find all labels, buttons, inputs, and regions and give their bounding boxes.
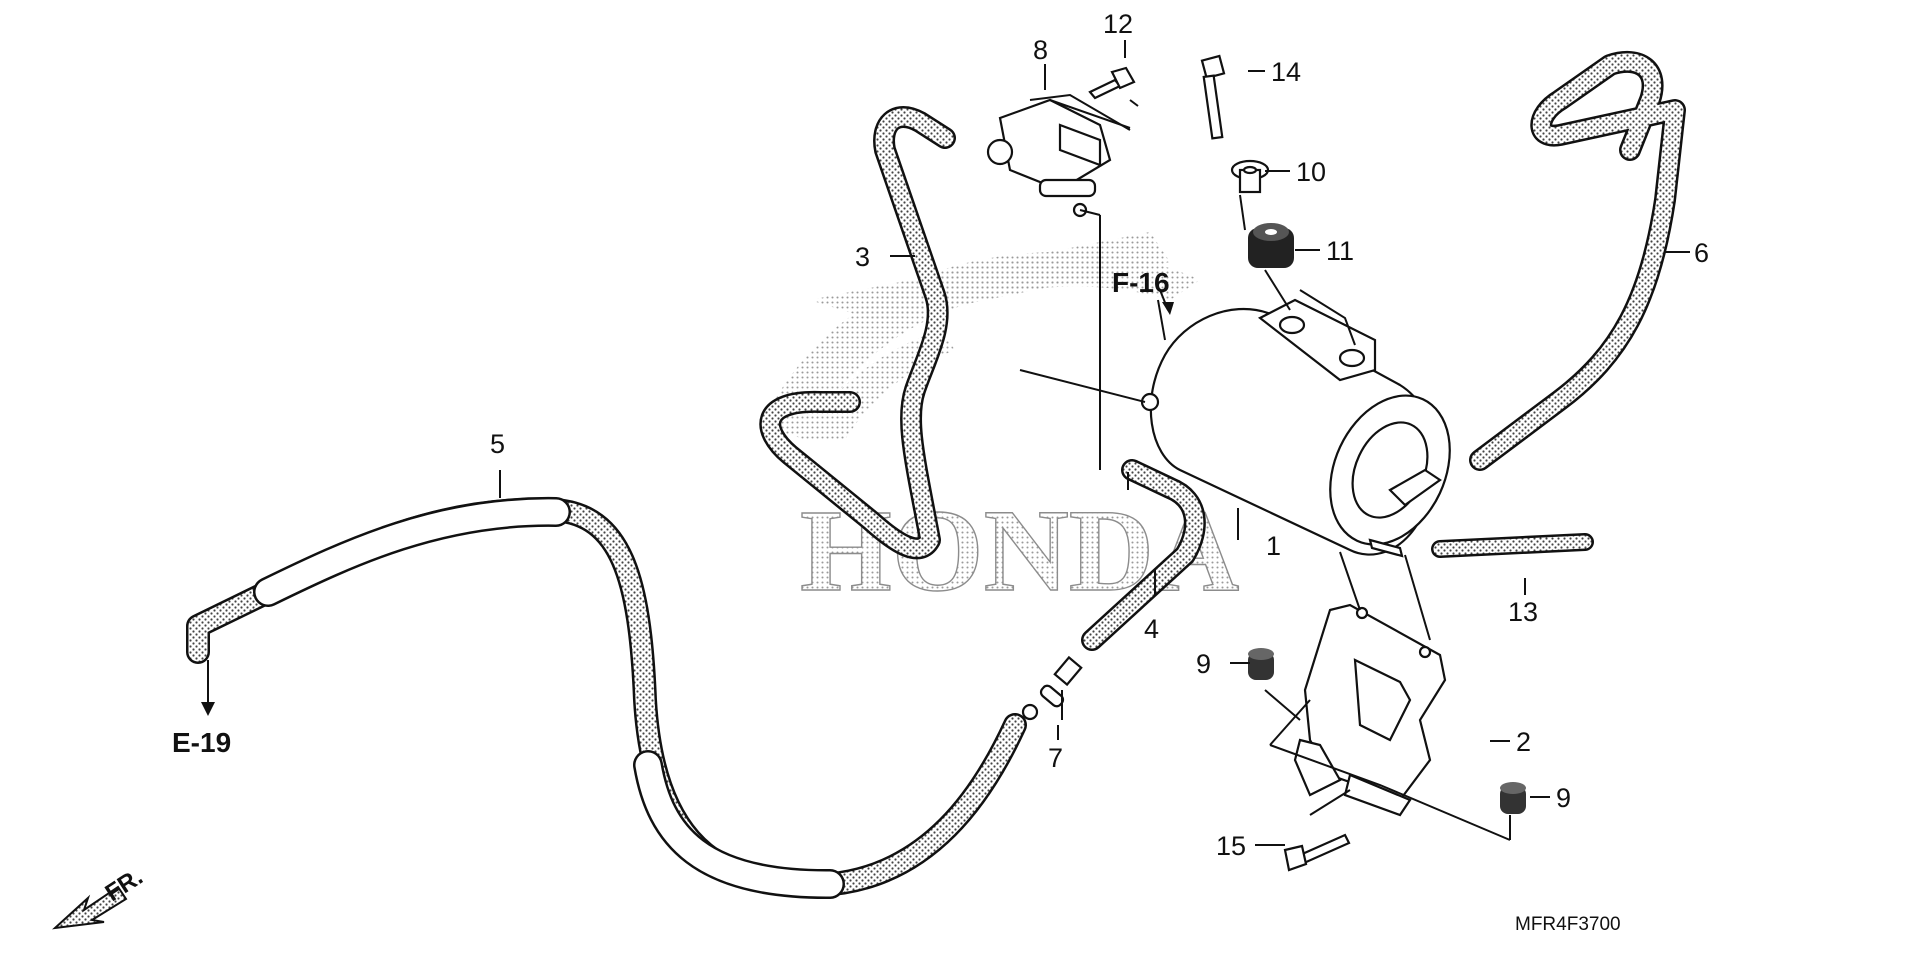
callout-2: 2 bbox=[1516, 727, 1531, 757]
callout-13: 13 bbox=[1508, 597, 1538, 627]
reference-arrows bbox=[201, 289, 1174, 716]
honda-watermark: HONDA bbox=[760, 232, 1240, 617]
hose-3 bbox=[759, 106, 956, 560]
callout-labels: 1 2 3 4 5 6 7 8 9 9 10 11 12 13 14 15 bbox=[490, 9, 1709, 861]
canister-1 bbox=[1140, 298, 1451, 558]
callout-15: 15 bbox=[1216, 831, 1246, 861]
callout-7: 7 bbox=[1048, 743, 1063, 773]
stay-2 bbox=[1293, 603, 1447, 817]
grommet-9b bbox=[1500, 782, 1526, 814]
callout-8: 8 bbox=[1033, 35, 1048, 65]
callout-3: 3 bbox=[855, 242, 870, 272]
grommet-9a bbox=[1248, 648, 1274, 680]
callout-1: 1 bbox=[1266, 531, 1281, 561]
diagram-code: MFR4F3700 bbox=[1515, 914, 1621, 935]
callout-6: 6 bbox=[1694, 238, 1709, 268]
front-direction-arrow-icon bbox=[52, 885, 128, 930]
e19-arrow-icon bbox=[201, 702, 215, 716]
callout-ticks bbox=[499, 40, 1690, 846]
f16-arrow-icon bbox=[1162, 302, 1174, 315]
bolt-14 bbox=[1200, 54, 1226, 140]
watermark-text: HONDA bbox=[800, 485, 1239, 616]
bolt-12 bbox=[1088, 66, 1136, 100]
leader-lines bbox=[1019, 99, 1511, 841]
callout-11: 11 bbox=[1326, 236, 1354, 266]
callout-14: 14 bbox=[1271, 57, 1301, 87]
bolt-15 bbox=[1283, 833, 1351, 872]
callout-5: 5 bbox=[490, 429, 505, 459]
hose-5 bbox=[186, 496, 1027, 900]
callout-9a: 9 bbox=[1196, 649, 1211, 679]
joint-7 bbox=[1021, 655, 1083, 721]
reference-f16: F-16 bbox=[1112, 267, 1170, 298]
hose-4 bbox=[1081, 459, 1206, 651]
callout-4: 4 bbox=[1144, 614, 1159, 644]
hose-13 bbox=[1431, 533, 1594, 558]
grommet-11 bbox=[1248, 223, 1294, 268]
callout-9b: 9 bbox=[1556, 783, 1571, 813]
collar-10 bbox=[1230, 159, 1270, 194]
honda-wing-logo bbox=[760, 251, 1200, 440]
hose-6 bbox=[1469, 50, 1686, 471]
solenoid-valve-8 bbox=[986, 93, 1131, 218]
callout-10: 10 bbox=[1296, 157, 1326, 187]
callout-12: 12 bbox=[1103, 9, 1133, 39]
reference-e19: E-19 bbox=[172, 727, 231, 758]
